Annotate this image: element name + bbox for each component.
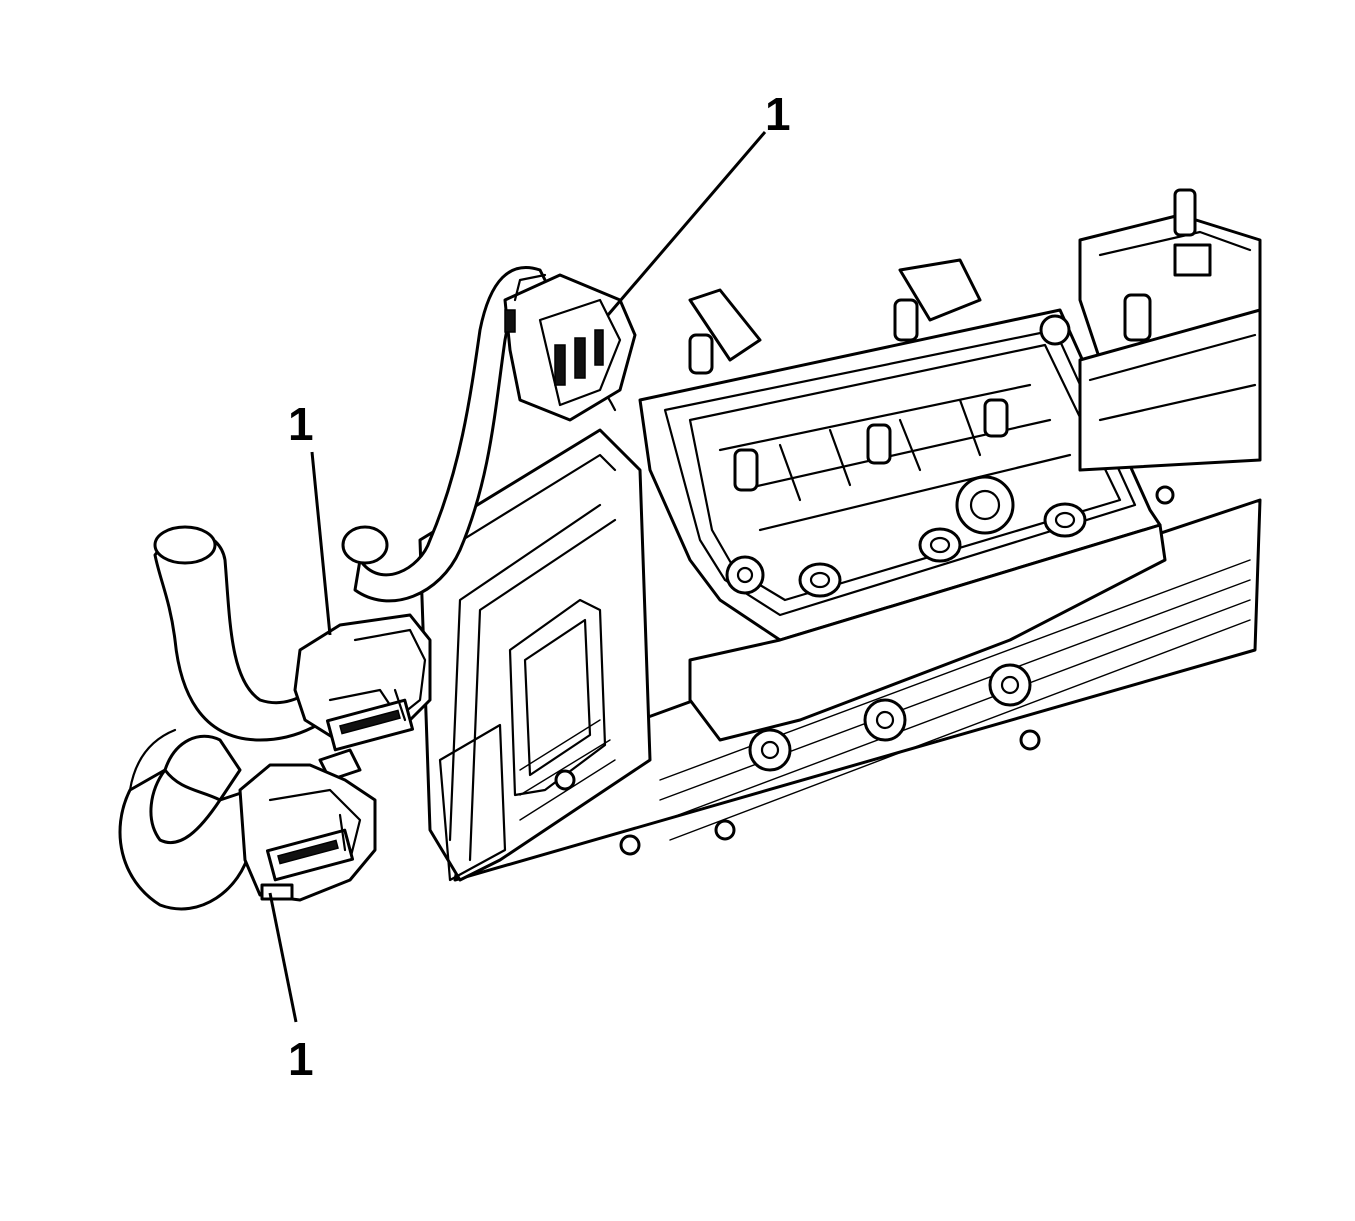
leader-left-middle bbox=[310, 451, 332, 636]
coolant-hoses bbox=[118, 525, 352, 911]
callout-label-top: 1 bbox=[765, 88, 791, 140]
leader-left-bottom bbox=[268, 892, 298, 1023]
connector-lower bbox=[238, 763, 377, 902]
callout-label-left-middle: 1 bbox=[288, 398, 314, 450]
interior-components bbox=[718, 383, 1087, 598]
connector-middle bbox=[293, 613, 432, 782]
leader-top bbox=[606, 131, 767, 316]
top-frame bbox=[638, 308, 1167, 772]
callout-leaders bbox=[268, 131, 767, 1023]
connector-top bbox=[503, 273, 637, 422]
callout-label-left-bottom: 1 bbox=[288, 1033, 314, 1085]
rear-components bbox=[688, 188, 1262, 472]
